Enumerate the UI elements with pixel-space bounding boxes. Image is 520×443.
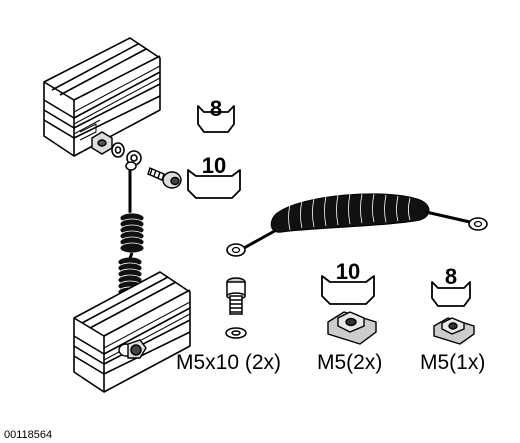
screw-part-label: M5x10 (2x)	[176, 351, 282, 374]
upper-profile	[43, 37, 161, 157]
wrench-icon-8-nut	[431, 281, 471, 307]
wrench-size-label: 10	[335, 259, 361, 284]
wrench-size-label: 10	[201, 153, 227, 178]
wrench-icon-10-top	[187, 169, 241, 199]
wrench-icon-8-top	[197, 105, 235, 133]
upper-screw	[147, 167, 182, 189]
wrench-size-label: 8	[209, 96, 223, 121]
nut-2x-part-label: M5(2x)	[317, 351, 383, 374]
horizontal-coil-cable	[226, 193, 488, 257]
upper-washers	[111, 142, 142, 166]
slot-nut-m5-1x	[433, 317, 475, 345]
cap-screw-icon	[225, 277, 247, 339]
nut-1x-part-label: M5(1x)	[420, 351, 486, 374]
document-number: 00118564	[4, 429, 53, 441]
wrench-size-label: 8	[444, 264, 458, 289]
slot-nut-m5-2x	[327, 311, 377, 345]
lower-profile	[73, 271, 191, 393]
lower-fastener	[118, 339, 147, 359]
wrench-icon-10-nut	[321, 275, 375, 305]
